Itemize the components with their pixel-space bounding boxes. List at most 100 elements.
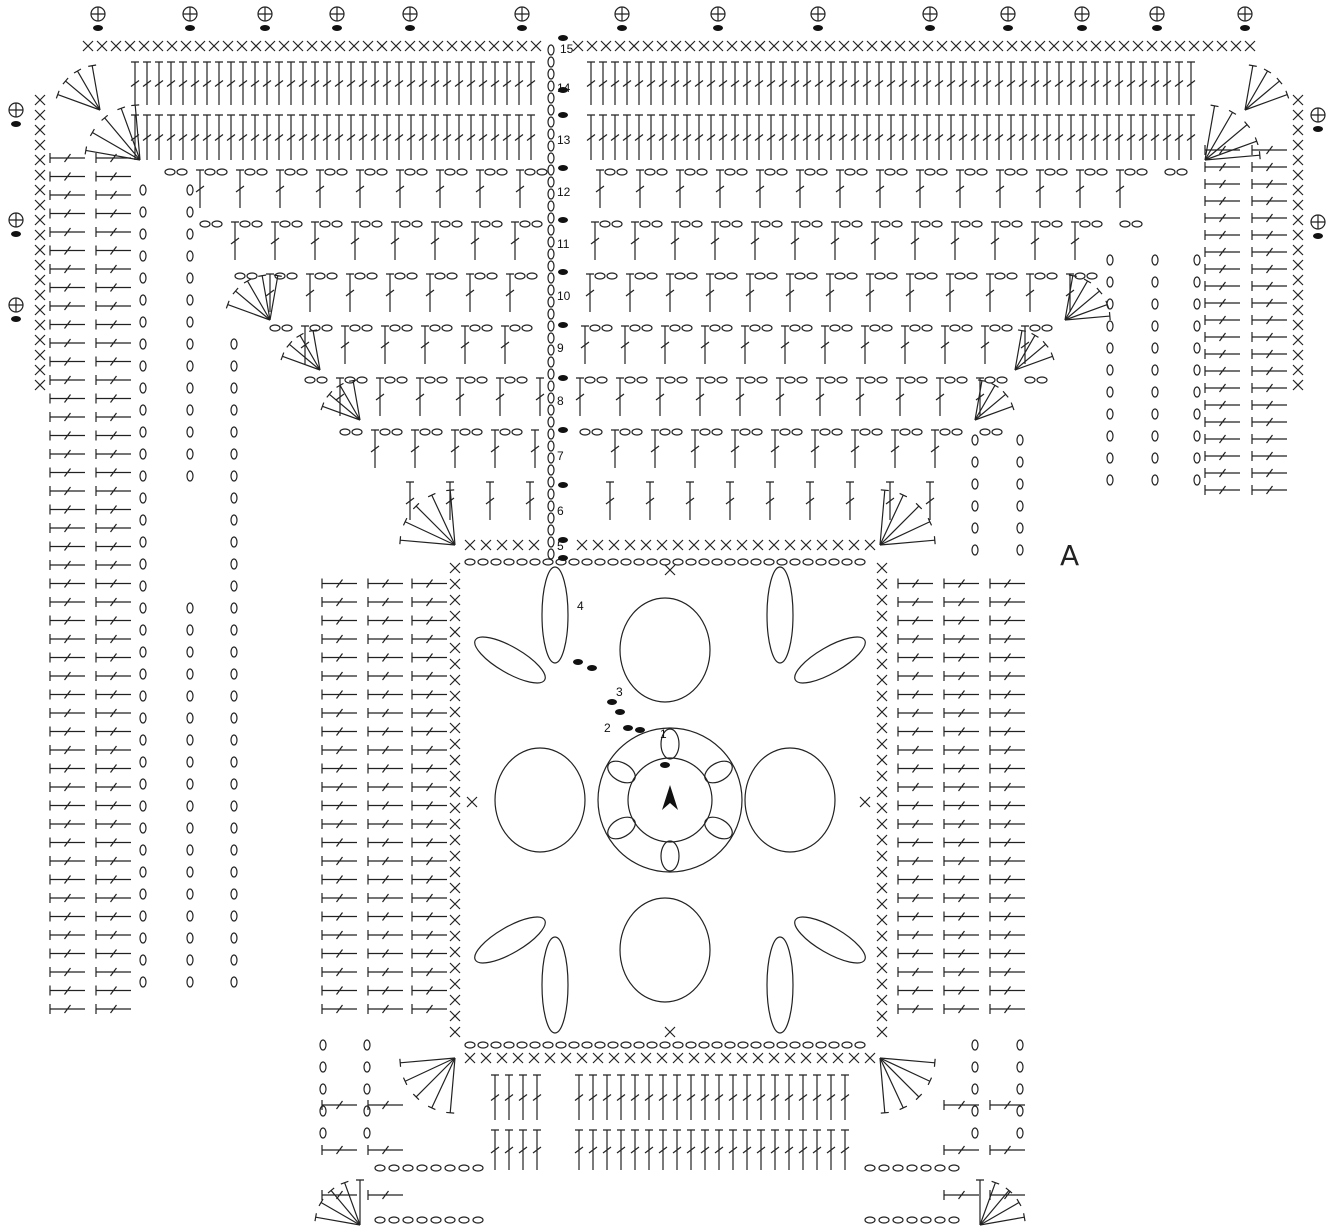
chain-stitch-mark [320,1106,326,1116]
horizontal-stitch-mark [990,856,1025,866]
horizontal-stitch-mark [368,671,403,681]
single-crochet-mark [609,540,619,550]
horizontal-stitch-mark [50,875,85,885]
single-crochet-mark [785,1053,795,1063]
chain-stitch-mark [420,429,430,435]
chain-stitch-mark [790,1042,800,1048]
chain-stitch-mark [765,169,775,175]
double-crochet-mark [766,482,774,520]
double-crochet-mark [863,115,871,160]
chain-stitch-mark [402,325,412,331]
chain-stitch-mark [187,603,193,613]
single-crochet-mark [450,947,460,957]
horizontal-stitch-mark [368,949,403,959]
chain-stitch-mark [1152,409,1158,419]
chain-stitch-mark [457,169,467,175]
chain-stitch-mark [817,169,827,175]
double-crochet-mark [936,378,944,416]
single-crochet-mark [705,540,715,550]
single-crochet-mark [450,563,460,573]
chain-stitch-mark [140,713,146,723]
chain-stitch-mark [231,427,237,437]
horizontal-stitch-mark [990,986,1025,996]
chain-stitch-mark [630,325,640,331]
chain-stitch-mark [445,1165,455,1171]
single-crochet-mark [657,540,667,550]
double-crochet-mark [603,1130,611,1170]
horizontal-stitch-mark [990,875,1025,885]
horizontal-stitch-mark [944,745,979,755]
single-crochet-mark [867,41,877,51]
chain-stitch-mark [657,169,667,175]
double-crochet-mark [515,62,523,105]
chain-stitch-mark [912,429,922,435]
chain-stitch-mark [320,221,330,227]
double-crochet-mark [767,115,775,160]
double-crochet-mark [647,62,655,105]
horizontal-stitch-mark [944,782,979,792]
row-number-label: 6 [557,504,564,518]
horizontal-stitch-mark [322,782,357,792]
chain-stitch-mark [992,429,1002,435]
single-crochet-mark [529,1053,539,1063]
chain-stitch-mark [1092,221,1102,227]
chain-stitch-mark [952,429,962,435]
chain-stitch-mark [580,429,590,435]
double-crochet-mark [505,1130,513,1170]
horizontal-stitch-mark [412,875,447,885]
chain-stitch-mark [385,377,395,383]
double-crochet-mark [701,1075,709,1120]
fan-stitch-mark [1245,65,1257,110]
horizontal-stitch-mark [96,856,131,866]
chain-stitch-mark [231,339,237,349]
horizontal-stitch-mark [1252,162,1287,172]
chain-stitch-mark [842,559,852,565]
chain-stitch-mark [510,325,520,331]
fan-stitch-mark [258,275,270,320]
double-crochet-mark [371,115,379,160]
horizontal-stitch-mark [368,782,403,792]
chain-stitch-mark [880,221,890,227]
horizontal-stitch-mark [322,856,357,866]
chain-stitch-mark [1107,277,1113,287]
row-start-dot-icon [558,482,568,488]
chain-stitch-mark [725,559,735,565]
double-crochet-mark [191,62,199,105]
horizontal-stitch-mark [96,542,131,552]
chain-stitch-mark [548,273,554,283]
double-crochet-mark [1139,62,1147,105]
chain-stitch-mark [790,559,800,565]
horizontal-stitch-mark [96,357,131,367]
chain-stitch-mark [957,377,967,383]
double-crochet-mark [729,1075,737,1120]
chain-stitch-mark [803,559,813,565]
motif-shell [620,898,710,1002]
chain-stitch-mark [548,345,554,355]
chain-stitch-mark [1152,321,1158,331]
double-crochet-mark [471,222,479,260]
horizontal-stitch-mark [1252,468,1287,478]
double-crochet-mark [659,62,667,105]
chain-stitch-mark [745,377,755,383]
double-crochet-mark [899,62,907,105]
double-crochet-mark [155,115,163,160]
chain-stitch-mark [1194,299,1200,309]
double-crochet-mark [1007,62,1015,105]
chain-stitch-mark [392,429,402,435]
horizontal-stitch-mark [50,930,85,940]
horizontal-stitch-mark [368,1190,403,1200]
chain-stitch-mark [231,361,237,371]
horizontal-stitch-mark [990,893,1025,903]
chain-stitch-mark [548,261,554,271]
double-crochet-mark [395,115,403,160]
double-crochet-mark [935,62,943,105]
chain-stitch-mark [1035,273,1045,279]
double-crochet-mark [516,170,524,208]
horizontal-stitch-mark [96,264,131,274]
chain-stitch-mark [865,377,875,383]
chain-stitch-mark [231,823,237,833]
chain-stitch-mark [140,933,146,943]
double-crochet-mark [695,62,703,105]
double-crochet-mark [851,115,859,160]
chain-stitch-mark [972,523,978,533]
